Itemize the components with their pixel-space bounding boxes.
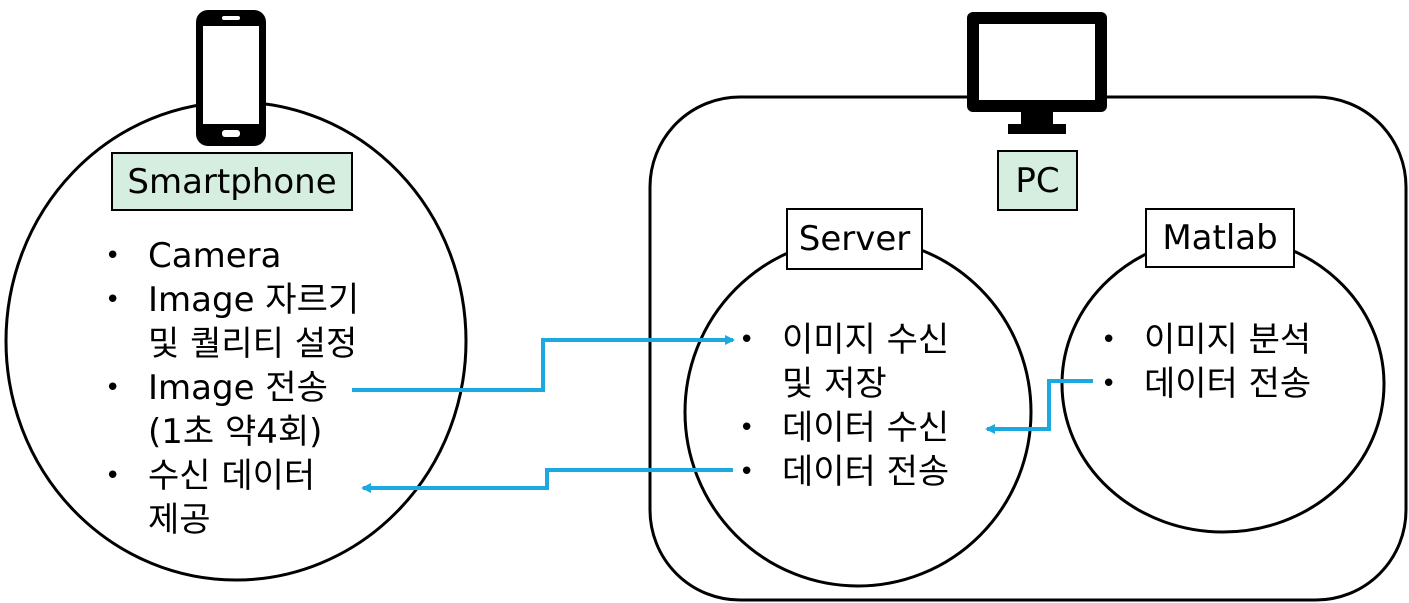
arrow-matlab-to-server <box>985 379 1093 434</box>
list-item: 데이터 전송 <box>1101 362 1312 406</box>
smartphone-item-image-crop: Image 자르기 및 퀄리티 설정 <box>148 280 360 364</box>
smartphone-item-image-send: Image 전송 (1초 약4회) <box>148 368 328 452</box>
matlab-item-data-send: 데이터 전송 <box>1144 364 1312 404</box>
server-item-data-send: 데이터 전송 <box>782 452 950 492</box>
matlab-item-image-analysis: 이미지 분석 <box>1144 320 1312 360</box>
smartphone-label: Smartphone <box>111 152 353 211</box>
list-item: 데이터 전송 <box>739 450 950 494</box>
list-item: Image 전송 (1초 약4회) <box>105 366 359 454</box>
list-item: 이미지 분석 <box>1101 318 1312 362</box>
list-item: 이미지 수신 및 저장 <box>739 318 950 406</box>
matlab-label: Matlab <box>1145 208 1295 268</box>
smartphone-icon <box>196 10 266 146</box>
matlab-feature-list: 이미지 분석 데이터 전송 <box>1101 318 1312 406</box>
list-item: 데이터 수신 <box>739 406 950 450</box>
monitor-icon <box>967 12 1107 134</box>
arrow-smartphone-to-server <box>352 335 735 392</box>
smartphone-item-camera: Camera <box>148 236 282 276</box>
smartphone-item-data-provide: 수신 데이터 제공 <box>148 456 316 540</box>
smartphone-feature-list: Camera Image 자르기 및 퀄리티 설정 Image 전송 (1초 약… <box>105 234 360 542</box>
server-item-image-receive: 이미지 수신 및 저장 <box>782 320 950 404</box>
arrow-server-to-smartphone <box>361 468 733 493</box>
server-item-data-receive: 데이터 수신 <box>782 408 950 448</box>
pc-label: PC <box>997 150 1078 211</box>
list-item: 수신 데이터 제공 <box>105 454 359 542</box>
server-feature-list: 이미지 수신 및 저장 데이터 수신 데이터 전송 <box>739 318 950 494</box>
server-label: Server <box>786 208 923 270</box>
list-item: Image 자르기 및 퀄리티 설정 <box>105 278 360 366</box>
list-item: Camera <box>105 234 359 278</box>
